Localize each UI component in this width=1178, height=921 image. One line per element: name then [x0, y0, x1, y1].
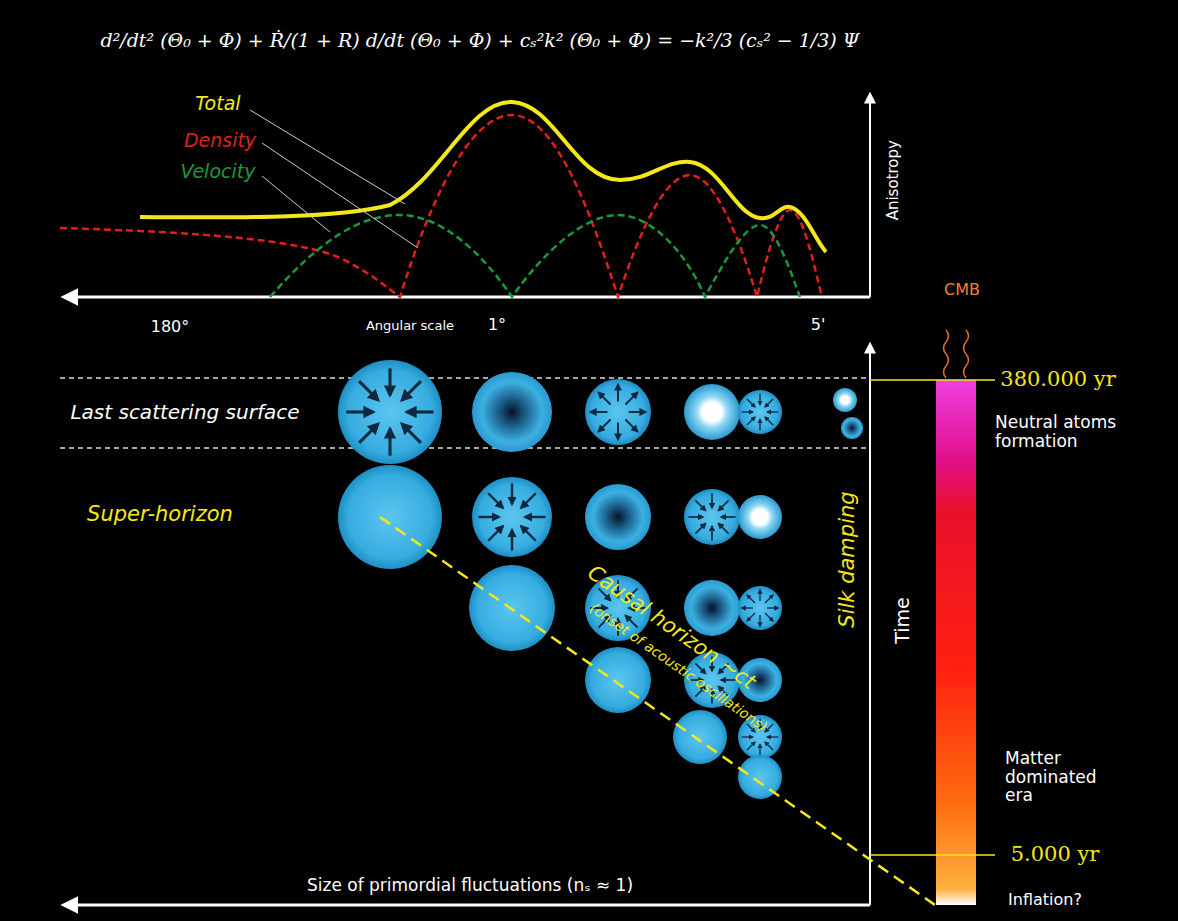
era-label: Inflation?: [1008, 891, 1082, 909]
curve-label: Velocity: [181, 161, 256, 182]
region-label: Silk damping: [835, 492, 858, 628]
cmb-label: CMB: [944, 281, 980, 299]
curve-label: Total: [195, 93, 240, 114]
tick-label: 1°: [488, 316, 506, 334]
axis-label: Angular scale: [366, 319, 454, 333]
era-label: Matter dominated era: [1005, 749, 1125, 805]
axis-label: Size of primordial fluctuations (nₛ ≈ 1): [307, 876, 633, 895]
axis-label: Anisotropy: [885, 140, 902, 220]
era-label: Neutral atoms formation: [995, 413, 1125, 450]
region-label: Last scattering surface: [70, 401, 299, 423]
region-label: Super-horizon: [87, 503, 233, 526]
axis-label: Time: [892, 597, 913, 644]
curve-label: Density: [184, 130, 256, 151]
equation: d²/dt² (Θ₀ + Φ) + Ṙ/(1 + R) d/dt (Θ₀ + Φ…: [101, 30, 860, 51]
time-mark: 380.000 yr: [1000, 368, 1115, 391]
tick-label: 180°: [151, 318, 190, 336]
tick-label: 5': [811, 316, 826, 334]
time-mark: 5.000 yr: [1011, 843, 1100, 866]
